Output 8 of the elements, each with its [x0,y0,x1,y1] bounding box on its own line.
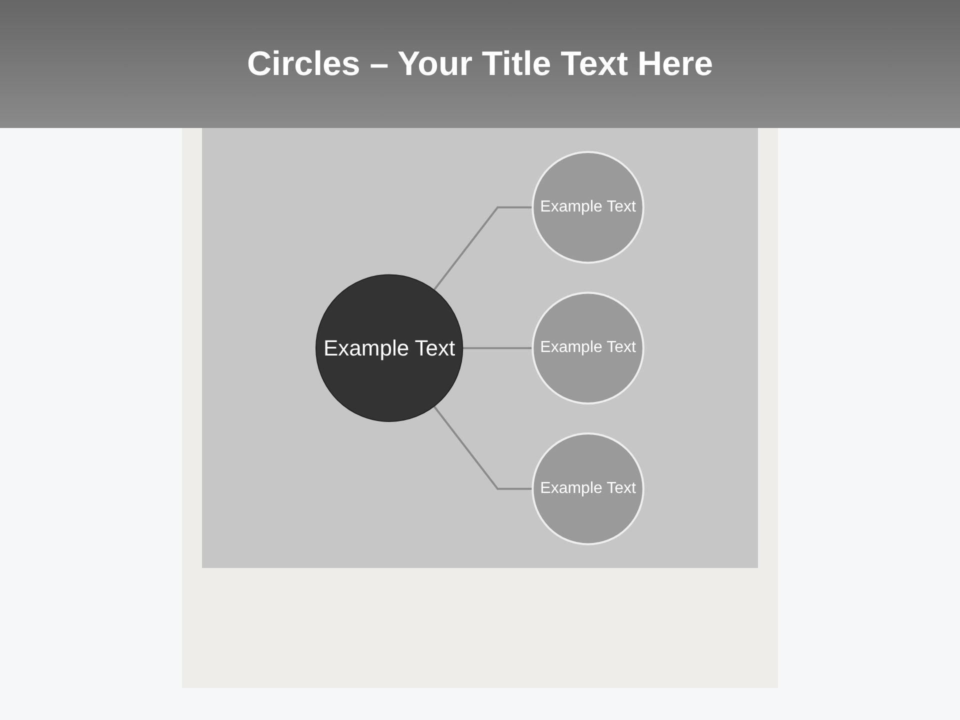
node-circle: Example Text [316,274,464,422]
connector [462,347,533,349]
node-circle: Example Text [532,150,645,264]
node-circle: Example Text [532,292,645,404]
connector [434,406,533,490]
connector [434,206,533,290]
node-circle: Example Text [532,432,645,546]
slide-title: Circles – Your Title Text Here [246,44,714,84]
